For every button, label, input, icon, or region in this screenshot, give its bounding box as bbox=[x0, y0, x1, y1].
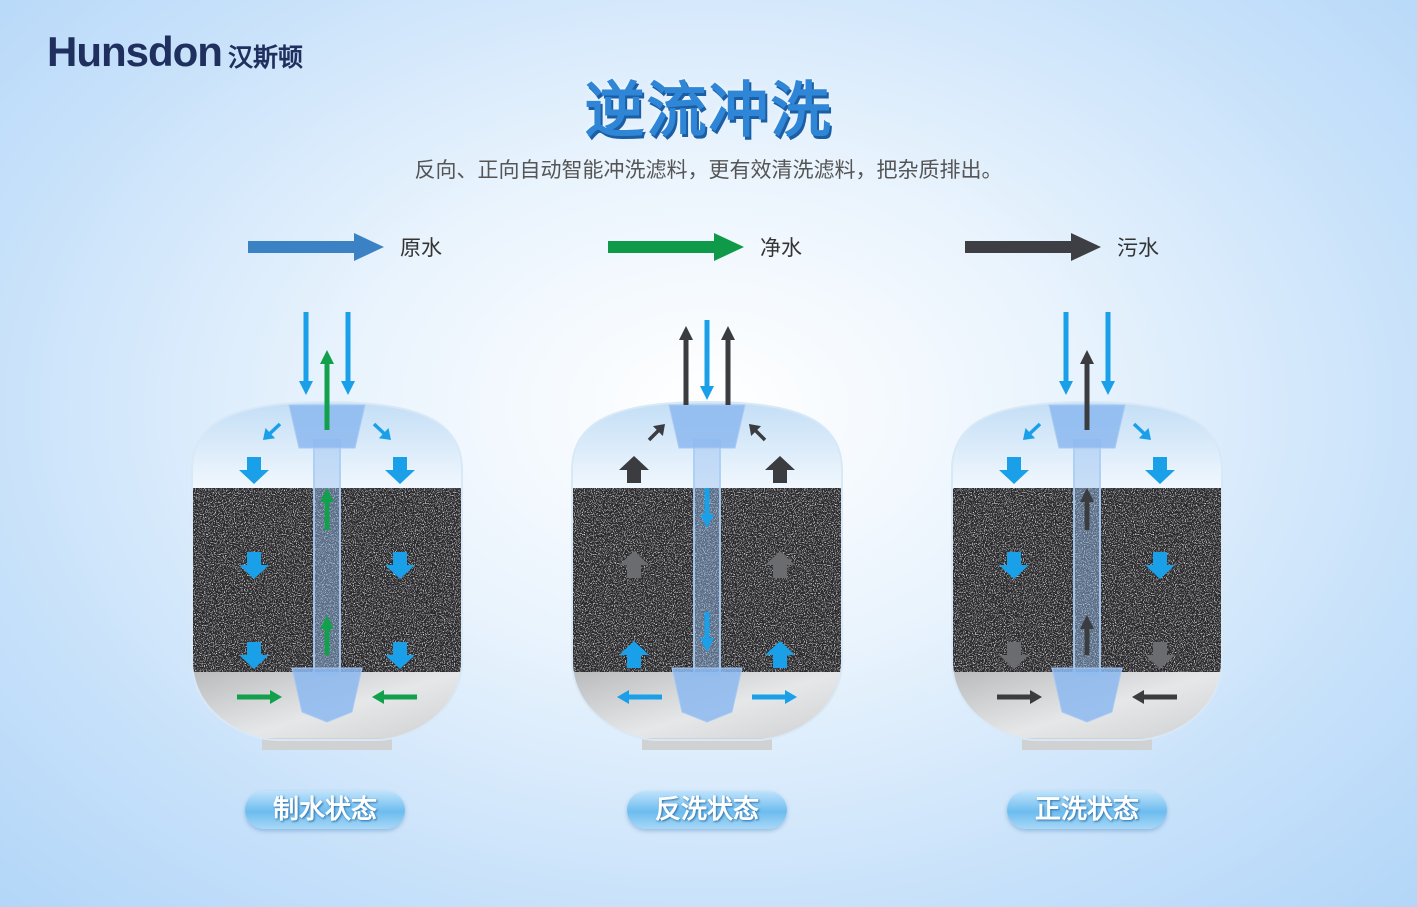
diagonal-arrow bbox=[1132, 422, 1146, 435]
diagonal-arrow-head bbox=[749, 424, 762, 437]
diagonal-arrow bbox=[647, 429, 660, 442]
tank-service bbox=[191, 312, 463, 750]
inlet-arrow-head bbox=[700, 386, 714, 400]
flow-arrow bbox=[239, 457, 269, 484]
legend-dirty-water: 污水 bbox=[965, 232, 1159, 262]
diagonal-arrow-head bbox=[1138, 428, 1151, 440]
brand-name-en: Hunsdon bbox=[47, 28, 223, 75]
flow-arrow bbox=[385, 642, 415, 669]
pipe-flow-arrow-head bbox=[320, 350, 334, 364]
bottom-arrow-head bbox=[372, 690, 384, 704]
brand-name-cn: 汉斯顿 bbox=[227, 43, 303, 72]
dirty-water-arrow-icon bbox=[965, 233, 1101, 261]
legend-label: 净水 bbox=[760, 236, 802, 260]
clean-water-arrow-icon bbox=[608, 233, 744, 261]
pipe-flow-arrow-head bbox=[700, 514, 714, 528]
center-pipe bbox=[1073, 439, 1101, 676]
flow-arrow bbox=[239, 552, 269, 579]
flow-arrow bbox=[1145, 642, 1175, 669]
state-label-rinse: 正洗状态 bbox=[1007, 791, 1167, 829]
pipe-flow-arrow-head bbox=[1080, 488, 1094, 502]
flow-arrow bbox=[765, 456, 795, 483]
inlet-arrow-head bbox=[299, 381, 313, 395]
bottom-distributor bbox=[291, 667, 363, 723]
bottom-arrow-head bbox=[270, 690, 282, 704]
bottom-arrow-head bbox=[1132, 690, 1144, 704]
flow-arrow bbox=[239, 642, 269, 669]
bottom-distributor bbox=[671, 667, 743, 723]
legend-raw-water: 原水 bbox=[248, 232, 442, 262]
pipe-flow-arrow-head bbox=[700, 638, 714, 652]
flow-arrow bbox=[1145, 457, 1175, 484]
outlet-arrow-head bbox=[679, 326, 693, 340]
state-label-service: 制水状态 bbox=[245, 791, 405, 829]
pipe-flow-arrow-head bbox=[1080, 350, 1094, 364]
diagonal-arrow bbox=[372, 422, 386, 435]
top-distributor bbox=[668, 404, 746, 449]
flow-arrow bbox=[765, 641, 795, 668]
legend-clean-water: 净水 bbox=[608, 232, 802, 262]
legend-label: 污水 bbox=[1117, 236, 1159, 260]
flow-arrow bbox=[619, 551, 649, 578]
pipe-flow-arrow-head bbox=[320, 488, 334, 502]
legend-label: 原水 bbox=[400, 236, 442, 260]
bottom-distributor bbox=[1051, 667, 1123, 723]
bottom-arrow-head bbox=[617, 690, 629, 704]
inlet-arrow-head bbox=[341, 381, 355, 395]
brand-logo: Hunsdon 汉斯顿 bbox=[47, 28, 303, 76]
page-title: 逆流冲洗 bbox=[584, 76, 833, 146]
inlet-arrow-head bbox=[1059, 381, 1073, 395]
tank-backwash bbox=[571, 320, 843, 750]
diagonal-arrow bbox=[268, 422, 282, 435]
flow-arrow bbox=[385, 457, 415, 484]
diagonal-arrow bbox=[754, 429, 767, 442]
flow-arrow bbox=[619, 641, 649, 668]
diagonal-arrow-head bbox=[652, 424, 665, 437]
pipe-flow-arrow-head bbox=[320, 615, 334, 629]
flow-arrow bbox=[385, 552, 415, 579]
flow-arrow bbox=[999, 642, 1029, 669]
outlet-arrow-head bbox=[721, 326, 735, 340]
flow-arrow bbox=[999, 552, 1029, 579]
page-subtitle: 反向、正向自动智能冲洗滤料，更有效清洗滤料，把杂质排出。 bbox=[414, 158, 1003, 182]
flow-arrow bbox=[1145, 552, 1175, 579]
bottom-arrow-head bbox=[785, 690, 797, 704]
pipe-flow-arrow-head bbox=[1080, 615, 1094, 629]
diagonal-arrow bbox=[1028, 422, 1042, 435]
flow-arrow bbox=[999, 457, 1029, 484]
tank-rinse bbox=[951, 312, 1223, 750]
raw-water-arrow-icon bbox=[248, 233, 384, 261]
flow-arrow bbox=[619, 456, 649, 483]
flow-arrow bbox=[765, 551, 795, 578]
state-label-backwash: 反洗状态 bbox=[627, 791, 787, 829]
inlet-arrow-head bbox=[1101, 381, 1115, 395]
diagonal-arrow-head bbox=[1023, 428, 1036, 440]
bottom-arrow-head bbox=[1030, 690, 1042, 704]
diagonal-arrow-head bbox=[378, 428, 391, 440]
diagonal-arrow-head bbox=[263, 428, 276, 440]
